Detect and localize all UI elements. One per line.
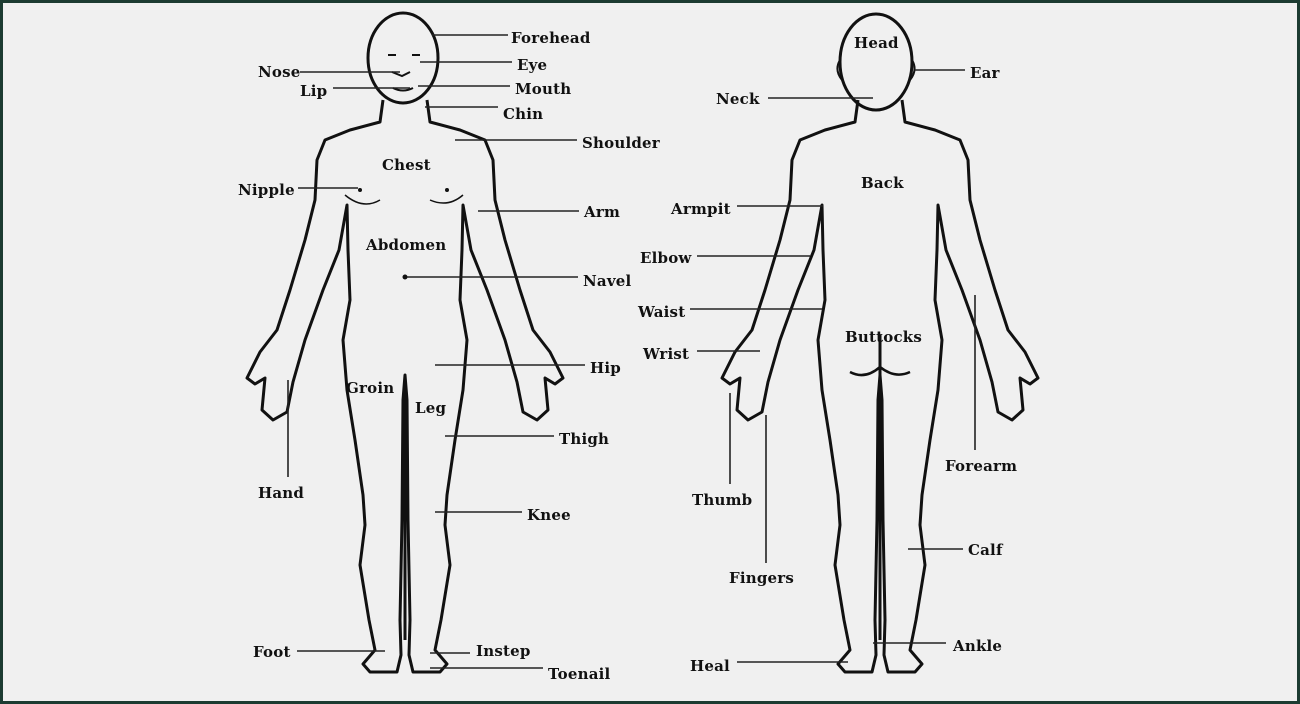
label-heal: Heal (690, 657, 730, 675)
label-chin: Chin (503, 105, 544, 123)
label-thigh: Thigh (559, 430, 610, 448)
label-forehead: Forehead (511, 29, 591, 47)
label-leg: Leg (415, 399, 447, 417)
label-elbow: Elbow (640, 249, 692, 267)
label-hip: Hip (590, 359, 621, 377)
label-ankle: Ankle (953, 637, 1003, 655)
label-armpit: Armpit (671, 200, 731, 218)
label-wrist: Wrist (643, 345, 690, 363)
front-nipple-dot (445, 188, 449, 192)
label-navel: Navel (583, 272, 632, 290)
front-chest-lines (344, 194, 464, 205)
label-arm: Arm (584, 203, 621, 221)
label-lip: Lip (300, 82, 328, 100)
label-calf: Calf (968, 541, 1003, 559)
label-abdomen: Abdomen (366, 236, 447, 254)
label-fingers: Fingers (729, 569, 795, 587)
label-eye: Eye (517, 56, 548, 74)
label-waist: Waist (638, 303, 686, 321)
label-knee: Knee (527, 506, 571, 524)
label-nose: Nose (258, 63, 301, 81)
label-hand: Hand (258, 484, 305, 502)
label-toenail: Toenail (548, 665, 611, 683)
diagram-canvas: Forehead Eye Nose Lip Mouth Chin Shoulde… (3, 3, 1297, 701)
label-nipple: Nipple (238, 181, 295, 199)
back-head (838, 12, 914, 112)
label-chest: Chest (382, 156, 431, 174)
front-navel-dot (402, 274, 408, 280)
label-shoulder: Shoulder (582, 134, 660, 152)
label-forearm: Forearm (945, 457, 1018, 475)
label-back: Back (861, 174, 904, 192)
body-figures (245, 11, 1040, 674)
label-buttocks: Buttocks (845, 328, 923, 346)
label-mouth: Mouth (515, 80, 572, 98)
front-nipple-dot (358, 188, 362, 192)
label-head: Head (854, 34, 899, 52)
label-neck: Neck (716, 90, 760, 108)
back-ears (836, 59, 916, 81)
label-ear: Ear (970, 64, 1000, 82)
label-thumb: Thumb (692, 491, 753, 509)
label-foot: Foot (253, 643, 291, 661)
label-instep: Instep (476, 642, 531, 660)
label-groin: Groin (346, 379, 395, 397)
front-body-outline (245, 99, 565, 674)
front-face-features (388, 54, 420, 92)
front-head (366, 11, 440, 105)
